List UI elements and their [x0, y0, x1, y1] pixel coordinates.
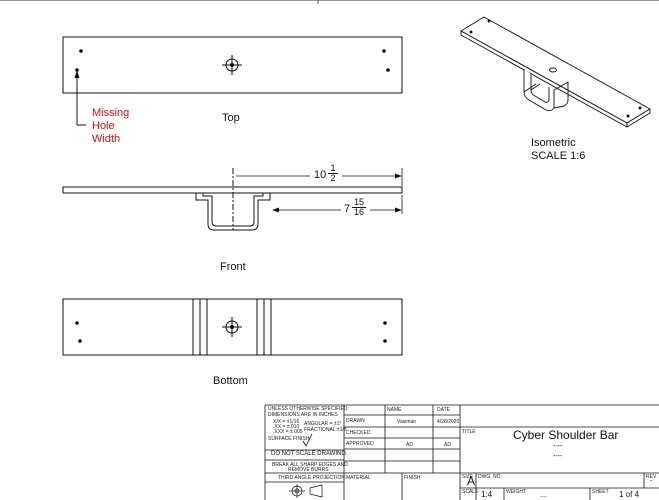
front-view — [62, 168, 403, 231]
bottom-view-outline — [62, 298, 403, 356]
bottom-view-hole — [78, 339, 82, 343]
tolerance-note: DIMENSIONS ARE IN INCHES — [268, 412, 338, 418]
missing-hole-callout-leader — [74, 70, 86, 126]
iso-plate-front — [460, 30, 628, 128]
iso-plate-top — [460, 16, 651, 124]
dimension-overall-length — [236, 168, 403, 186]
date-column-header: DATE — [437, 407, 450, 413]
fraction-denominator: 2 — [330, 173, 336, 183]
tolerance-note: X/X = ±1/16 — [273, 419, 300, 425]
dwg-no-caption: DWG. NO. — [478, 474, 502, 480]
tolerance-note: UNLESS OTHERWISE SPECIFIED: — [268, 406, 349, 412]
missing-hole-callout: Missing Hole Width — [92, 107, 129, 146]
weight-caption: WEIGHT — [506, 489, 526, 495]
surface-finish-symbol — [302, 433, 313, 447]
partial-length-whole: 7 — [344, 203, 351, 215]
break-edges-note: BREAK ALL SHARP EDGES AND — [272, 462, 348, 468]
title-subline: ---- — [553, 453, 563, 460]
callout-line: Missing — [92, 107, 130, 119]
drawing-scale: 1:4 — [481, 490, 493, 499]
bottom-view-center-hole — [222, 317, 242, 337]
bottom-view — [62, 298, 403, 356]
callout-line: Width — [92, 133, 121, 145]
material-label: MATERIAL — [346, 475, 371, 481]
do-not-scale-label: DO NOT SCALE DRAWING — [271, 451, 347, 457]
bottom-view-hole — [75, 321, 79, 325]
rev-caption: REV — [646, 474, 657, 480]
top-view-outline — [62, 36, 403, 94]
tolerance-note: FRACTIONAL ±1/8 — [304, 427, 347, 433]
fraction-numerator: 15 — [352, 197, 366, 208]
revision: - — [650, 478, 653, 485]
iso-center-hole — [549, 67, 557, 73]
surface-finish-label: SURFACE FINISH — [268, 436, 310, 442]
bottom-view-label: Bottom — [213, 375, 248, 387]
isometric-view — [460, 16, 651, 128]
iso-channel — [523, 69, 569, 112]
third-angle-label: THIRD ANGLE PROJECTION — [278, 475, 345, 481]
title-subline: ---- — [553, 443, 563, 450]
title-caption: TITLE — [462, 429, 476, 435]
isometric-view-label: Isometric — [531, 137, 576, 149]
iso-hole — [469, 30, 473, 34]
approved-date: AD — [444, 442, 451, 448]
isometric-scale-label: SCALE 1:6 — [531, 150, 586, 162]
fraction-denominator: 16 — [353, 207, 364, 217]
tolerance-note: .XX = ±.010 — [273, 424, 300, 430]
weight-value: ---- — [540, 494, 547, 500]
partial-length-fraction: 15 16 — [352, 198, 366, 217]
top-view-hole — [382, 49, 386, 53]
scale-caption: SCALE — [462, 489, 479, 495]
bottom-view-hole — [383, 321, 387, 325]
tolerance-note: .XXX = ±.005 — [273, 429, 303, 435]
sheet-caption: SHEET — [592, 489, 609, 495]
approved-row-label: APPROVED — [346, 441, 374, 447]
sheet-size: A — [467, 474, 476, 488]
name-column-header: NAME — [387, 407, 402, 413]
drawn-by-name: Vaisman — [397, 419, 417, 425]
iso-hole — [626, 114, 630, 118]
front-view-label: Front — [220, 261, 246, 273]
checked-row-label: CHECKED — [346, 430, 371, 436]
top-view-hole — [79, 49, 83, 53]
approved-name: AD — [406, 442, 413, 448]
iso-plate-side — [626, 108, 651, 128]
drawing-title: Cyber Shoulder Bar — [513, 428, 619, 442]
size-caption: SIZE — [462, 474, 474, 480]
tolerance-note: ANGULAR = ±1° — [304, 421, 342, 427]
bottom-view-hole — [383, 339, 387, 343]
fraction-numerator: 1 — [328, 164, 338, 174]
top-view — [62, 36, 403, 94]
top-view-hole — [386, 68, 390, 72]
drawn-date: 4/28/2020 — [437, 419, 460, 425]
top-view-center-hole — [222, 55, 242, 75]
sheet-number: 1 of 4 — [619, 490, 640, 499]
third-angle-projection-symbol — [289, 484, 323, 498]
drawn-row-label: DRAWN — [346, 418, 365, 424]
callout-line: Hole — [92, 120, 115, 132]
title-block — [264, 404, 659, 500]
finish-label: FINISH — [404, 475, 421, 481]
break-edges-note: REMOVE BURRS — [288, 467, 329, 473]
iso-hole — [638, 106, 642, 110]
dimension-partial-length — [272, 195, 403, 214]
overall-length-whole: 10 — [314, 169, 327, 181]
top-view-label: Top — [222, 112, 240, 124]
overall-length-fraction: 1 2 — [328, 164, 338, 183]
iso-hole — [487, 19, 491, 23]
